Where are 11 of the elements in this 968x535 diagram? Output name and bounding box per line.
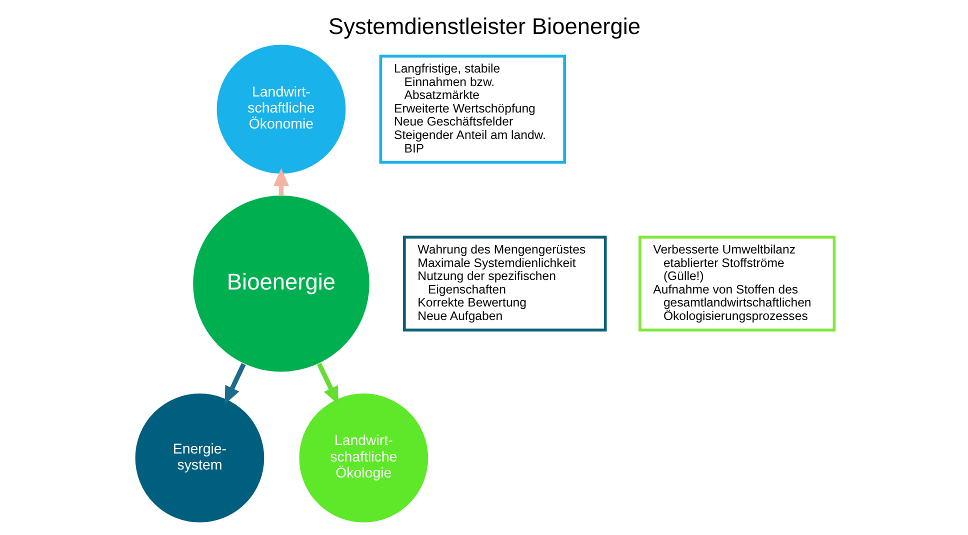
node-circle: Energie- system	[134, 392, 265, 524]
node-box: Langfristige, stabile Einnahmen bzw. Absatzmärkte Erweiterte Wertschöpfung Neue Geschäftsfelder Steigender Anteil am landw. BIP	[378, 54, 566, 164]
diagram-title: Systemdienstleister Bioenergie	[328, 13, 640, 40]
arrow	[224, 362, 246, 404]
node-box: Verbesserte Umweltbilanz etablierter Stoffströme (Gülle!) Aufnahme von Stoffen des gesamtlandwirtschaftlichen Ökologisierungsprozesses	[638, 236, 836, 332]
node-circle: Landwirt- schaftliche Ökologie	[298, 392, 429, 524]
arrow	[272, 168, 288, 195]
node-circle: Bioenergie	[192, 194, 370, 373]
node-box: Wahrung des Mengengerüstes Maximale Systemdienlichkeit Nutzung der spezifischen Eigenschaften Korrekte Bewertung Neue Aufgaben	[402, 236, 606, 332]
node-circle: Landwirt- schaftliche Ökonomie	[215, 44, 346, 175]
arrow	[316, 362, 338, 405]
